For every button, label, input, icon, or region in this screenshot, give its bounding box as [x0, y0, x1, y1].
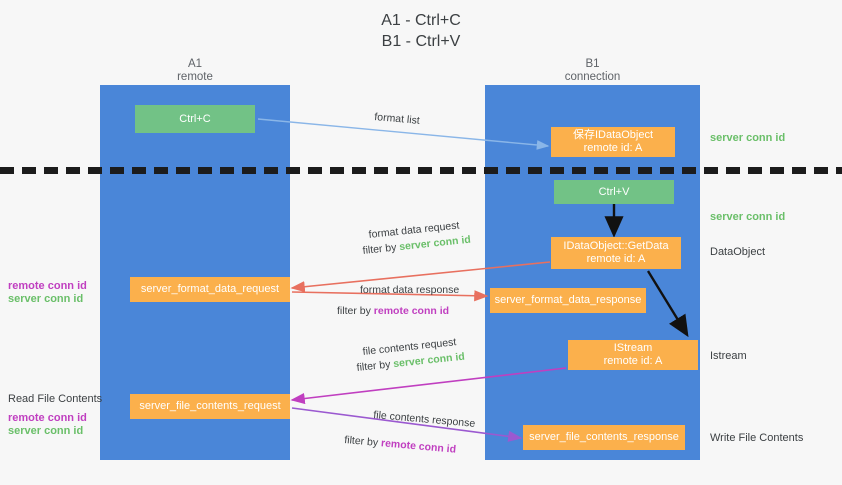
side-label-dataobject: DataObject	[710, 246, 766, 258]
side-label-write-file-contents: Write File Contents	[710, 432, 804, 444]
side-label-istream: Istream	[710, 350, 747, 362]
diagram-title: A1 - Ctrl+C B1 - Ctrl+V	[381, 12, 461, 50]
box-server-format-data-response[interactable]: server_format_data_response	[490, 288, 646, 313]
side-label-server-conn-id-mid: server conn id	[710, 211, 786, 223]
box-ctrl-c[interactable]: Ctrl+C	[135, 105, 255, 133]
side-label-read-file-contents: Read File Contents	[8, 393, 103, 405]
side-label-server-conn-id-top: server conn id	[710, 132, 786, 144]
box-istream[interactable]: IStream remote id: A	[568, 340, 698, 370]
edge-label-file-contents-response: file contents response	[372, 408, 476, 430]
side-label-server-conn-id-left-mid: server conn id	[8, 293, 84, 305]
side-label-remote-conn-id-mid: remote conn id	[8, 280, 87, 292]
side-label-remote-conn-id-bottom: remote conn id	[8, 412, 87, 424]
edge-label-format-data-response-filter: filter by remote conn id	[337, 304, 449, 318]
filter-key-remote-conn-id: remote conn id	[373, 305, 450, 317]
edge-label-format-list: format list	[373, 110, 421, 127]
box-idataobject-getdata[interactable]: IDataObject::GetData remote id: A	[551, 237, 681, 269]
box-ctrl-v[interactable]: Ctrl+V	[554, 180, 674, 204]
box-store-idataobject[interactable]: 保存IDataObject remote id: A	[551, 127, 675, 157]
side-label-server-conn-id-bottom: server conn id	[8, 425, 84, 437]
filter-prefix: filter by	[343, 433, 382, 450]
box-server-file-contents-request[interactable]: server_file_contents_request	[130, 394, 290, 419]
lane-header-a1: A1 remote	[177, 58, 213, 83]
phase-divider	[0, 167, 842, 174]
filter-key-remote-conn-id: remote conn id	[380, 437, 457, 456]
box-server-file-contents-response[interactable]: server_file_contents_response	[523, 425, 685, 450]
edge-label-format-data-response: format data response	[360, 284, 460, 296]
lane-header-b1: B1 connection	[564, 58, 621, 83]
box-server-format-data-request[interactable]: server_format_data_request	[130, 277, 290, 302]
filter-prefix: filter by	[337, 305, 374, 317]
filter-prefix: filter by	[356, 358, 394, 374]
filter-prefix: filter by	[362, 241, 400, 257]
edge-label-file-contents-response-filter: filter by remote conn id	[344, 433, 457, 457]
